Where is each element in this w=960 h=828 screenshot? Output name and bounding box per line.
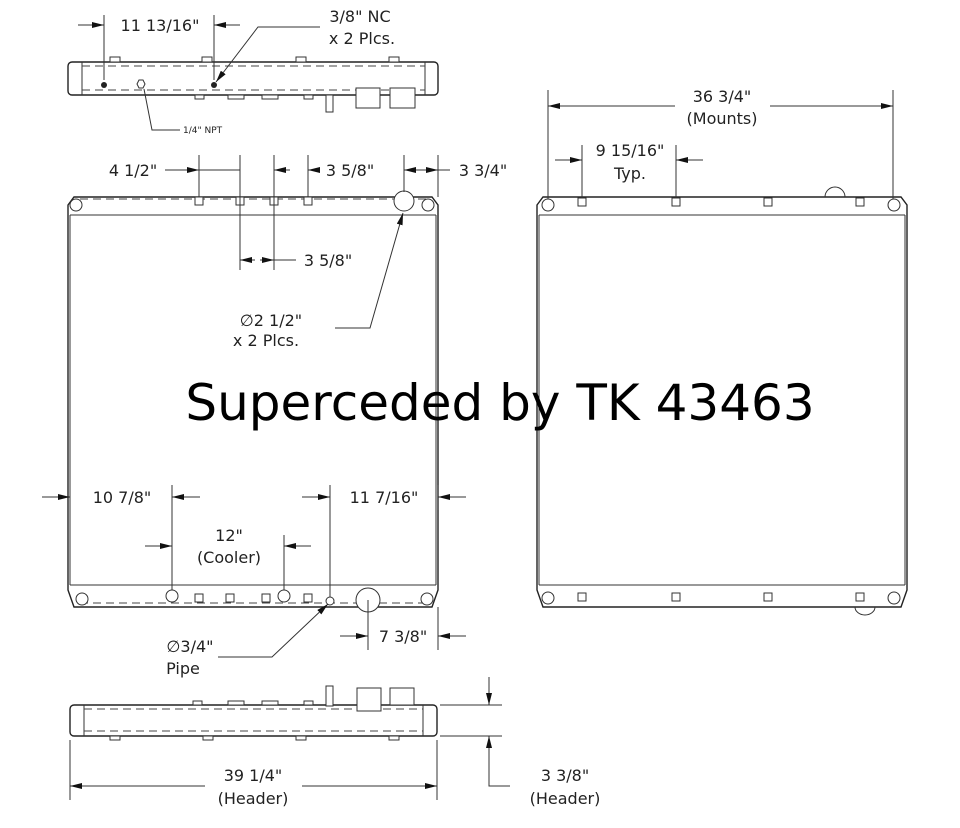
dim-outlet-offset: 7 3/8" — [379, 627, 427, 646]
dim-mounts: 36 3/4" — [693, 87, 752, 106]
pipe-circle — [325, 596, 335, 606]
mount-hole-1 — [101, 82, 107, 88]
inlet-count: x 2 Plcs. — [233, 331, 299, 350]
bottom-view: 39 1/4" (Header) 3 3/8" (Header) — [69, 677, 601, 808]
cooler-label: (Cooler) — [197, 548, 261, 567]
header-width-label: (Header) — [218, 789, 289, 808]
pipe-diameter: ∅3/4" — [166, 637, 213, 656]
dim-hole-spacing: 11 13/16" — [121, 16, 200, 35]
mount-hole-2 — [211, 82, 217, 88]
dim-header-depth: 3 3/8" — [541, 766, 589, 785]
dim-inlet-offset: 3 3/4" — [459, 161, 507, 180]
pipe-label: Pipe — [166, 659, 200, 678]
top-tabs — [194, 196, 313, 206]
dim-tab-pitch: 3 5/8" — [326, 161, 374, 180]
npt-fitting — [136, 79, 146, 89]
inlet-circle — [393, 190, 415, 212]
inlet-diameter: ∅2 1/2" — [240, 311, 302, 330]
dim-tab-spacing: 3 5/8" — [304, 251, 352, 270]
front-view: 4 1/2" 3 5/8" 3 3/4" 3 5/8" ∅2 1/2" x 2 … — [42, 155, 507, 678]
thread-count: x 2 Plcs. — [329, 29, 395, 48]
header-depth-label: (Header) — [530, 789, 601, 808]
mounts-label: (Mounts) — [687, 109, 758, 128]
dim-cooler-left: 10 7/8" — [93, 488, 152, 507]
thread-label: 3/8" NC — [329, 7, 390, 26]
typ-label: Typ. — [613, 164, 646, 183]
side-view: 36 3/4" (Mounts) 9 15/16" Typ. — [536, 87, 908, 616]
dim-cooler: 12" — [215, 526, 243, 545]
dim-mount-pitch: 9 15/16" — [596, 141, 665, 160]
top-view: 11 13/16" 3/8" NC x 2 Plcs. 1/4" NPT — [67, 7, 439, 136]
npt-label: 1/4" NPT — [183, 126, 223, 136]
superseded-watermark: Superceded by TK 43463 — [185, 374, 814, 432]
dim-tab-offset: 4 1/2" — [109, 161, 157, 180]
dim-header-width: 39 1/4" — [224, 766, 283, 785]
dim-right-offset: 11 7/16" — [350, 488, 419, 507]
